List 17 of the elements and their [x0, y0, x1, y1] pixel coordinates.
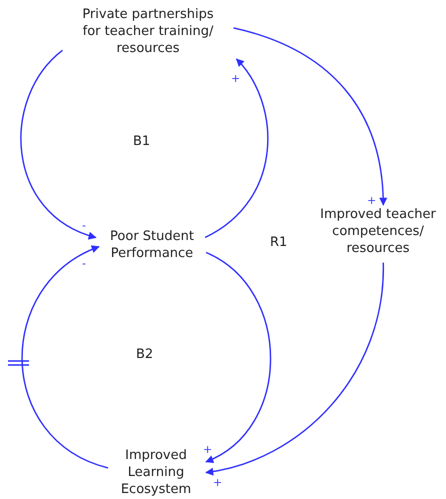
loop-label: B1: [133, 134, 150, 149]
variable-label: Improved Learning Ecosystem: [120, 447, 192, 498]
polarity-sign: +: [202, 444, 214, 455]
loop-label: R1: [270, 235, 288, 250]
causal-arrow: [20, 50, 97, 239]
polarity-sign: +: [230, 73, 242, 84]
polarity-sign: +: [366, 195, 378, 206]
variable-label: Private partnerships for teacher training/ resources: [81, 6, 215, 57]
polarity-sign: +: [212, 477, 224, 488]
causal-arrow: [21, 246, 108, 469]
causal-arrow: [233, 27, 387, 206]
variable-label: Improved teacher competences/ resources: [319, 206, 437, 257]
loop-label: B2: [136, 347, 154, 362]
variable-label: Poor Student Performance: [109, 228, 195, 262]
causal-arrow: [205, 262, 384, 476]
causal-arrow: [205, 252, 272, 462]
causal-arrow: [204, 58, 268, 238]
